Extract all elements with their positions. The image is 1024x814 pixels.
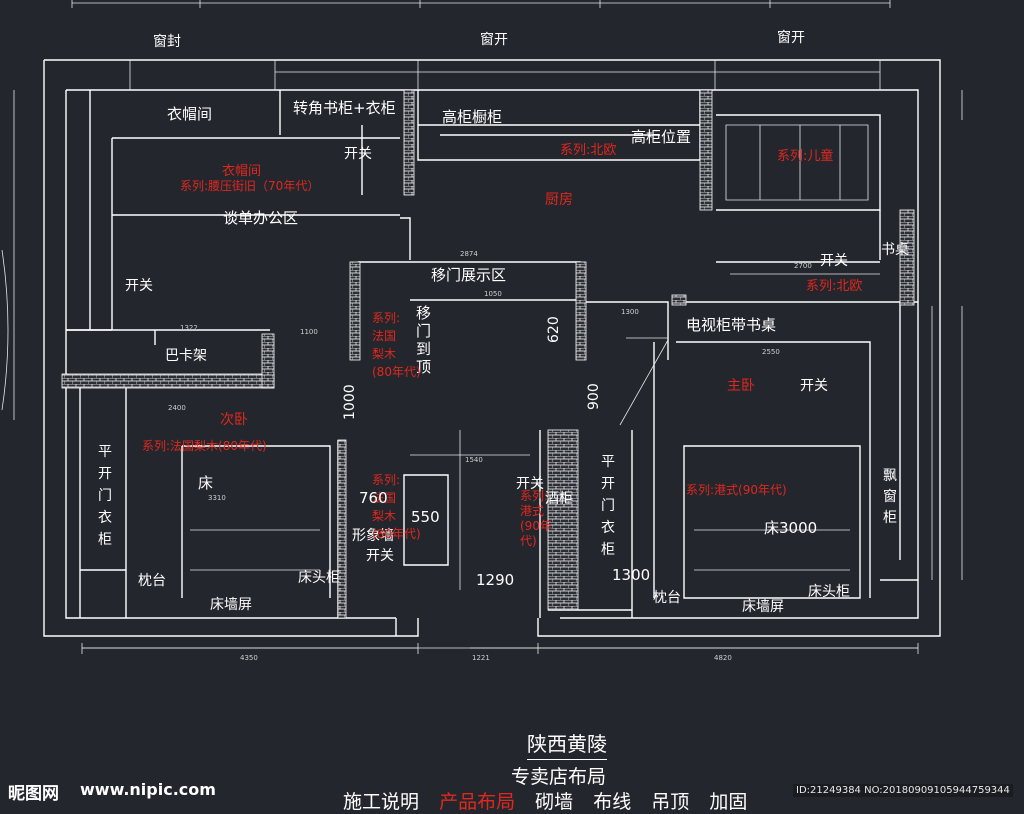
sliding-door-vertical-label: 移门到顶 bbox=[416, 304, 431, 376]
dim-620: 620 bbox=[546, 316, 562, 343]
dim-small-2550: 2550 bbox=[762, 348, 780, 356]
dim-small-1322: 1322 bbox=[180, 324, 198, 332]
switch-label-2: 开关 bbox=[125, 278, 153, 294]
note-masonry: 砌墙 bbox=[535, 791, 574, 813]
coat-room-label: 衣帽间 bbox=[167, 105, 212, 123]
series-faguo-display: 系列:法国梨木(80年代) bbox=[372, 311, 421, 379]
bed-label-left: 床 bbox=[198, 474, 213, 492]
note-construction: 施工说明 bbox=[343, 791, 420, 813]
tall-cabinet-label: 高柜橱柜 bbox=[442, 108, 502, 126]
outer-walls bbox=[43, 59, 941, 637]
series-faguo-imagewall: 系列:法国梨木(80年代) bbox=[372, 473, 421, 541]
construction-notes: 施工说明 产品布局 砌墙 布线 吊顶 加固 bbox=[343, 787, 761, 814]
dim-900: 900 bbox=[586, 383, 602, 410]
dim-small-4350: 4350 bbox=[240, 654, 258, 662]
project-title: 陕西黄陵 bbox=[527, 728, 607, 760]
dim-550: 550 bbox=[411, 508, 440, 526]
dim-760: 760 bbox=[359, 489, 388, 507]
series-gangshi-wine: 系列:港式(90年代) bbox=[520, 489, 552, 548]
dim-1290: 1290 bbox=[476, 571, 514, 589]
wardrobe-left-label: 平开门衣柜 bbox=[98, 444, 112, 548]
layout-subtitle: 专卖店布局 bbox=[511, 766, 607, 788]
series-beiou-kitchen: 系列:北欧 bbox=[560, 143, 616, 158]
top-dimension-line bbox=[71, 0, 891, 8]
dim-small-1540: 1540 bbox=[465, 456, 483, 464]
wine-cabinet-label: 酒柜 bbox=[545, 491, 573, 507]
bay-window-label: 飘窗柜 bbox=[883, 468, 897, 526]
bookdesk-label: 书桌 bbox=[881, 242, 909, 258]
dim-small-1050: 1050 bbox=[484, 290, 502, 298]
watermark-logo: 昵图网 bbox=[8, 784, 59, 804]
series-mingqing: 系列:腰压街旧（70年代） bbox=[180, 179, 319, 193]
second-bedroom-label: 次卧 bbox=[220, 412, 248, 428]
series-gangshi-master: 系列:港式(90年代) bbox=[686, 483, 787, 497]
bedside-right-label: 床头柜 bbox=[808, 584, 850, 600]
switch-label-5: 开关 bbox=[366, 548, 394, 564]
dim-1300: 1300 bbox=[612, 566, 650, 584]
note-ceiling: 吊顶 bbox=[651, 791, 690, 813]
sliding-display-label: 移门展示区 bbox=[431, 266, 506, 284]
switch-label-6: 开关 bbox=[516, 476, 544, 492]
office-label: 谈单办公区 bbox=[223, 209, 298, 227]
window-label-2: 窗开 bbox=[480, 31, 508, 48]
dim-small-1100: 1100 bbox=[300, 328, 318, 336]
dim-1000: 1000 bbox=[342, 384, 358, 420]
series-beiou-master: 系列:北欧 bbox=[806, 279, 862, 294]
switch-label-4: 开关 bbox=[800, 378, 828, 394]
wardrobe-right-label: 平开门衣柜 bbox=[601, 454, 615, 558]
bed-screen-left-label: 床墙屏 bbox=[210, 597, 252, 613]
corner-cabinet-label: 转角书柜+衣柜 bbox=[293, 99, 396, 117]
pillow-left-label: 枕台 bbox=[138, 573, 166, 589]
note-reinforce: 加固 bbox=[709, 791, 748, 813]
side-dimension-lines bbox=[1, 90, 963, 580]
dim-small-2874: 2874 bbox=[460, 250, 478, 258]
switch-label-1: 开关 bbox=[344, 146, 372, 162]
bed3000-label: 床3000 bbox=[764, 519, 817, 537]
master-bedroom-label: 主卧 bbox=[727, 378, 755, 394]
tall-cabinet-position-label: 高柜位置 bbox=[631, 128, 691, 146]
bedside-left-label: 床头柜 bbox=[298, 570, 340, 586]
dim-small-1221: 1221 bbox=[472, 654, 490, 662]
switch-label-3: 开关 bbox=[820, 253, 848, 269]
dim-small-1300: 1300 bbox=[621, 308, 639, 316]
series-faguo-secondbed: 系列:法国梨木(80年代) bbox=[142, 439, 267, 453]
watermark-url: www.nipic.com bbox=[80, 780, 216, 799]
window-label-1: 窗封 bbox=[153, 33, 181, 50]
card-rack-label: 巴卡架 bbox=[165, 348, 207, 364]
dim-small-2400: 2400 bbox=[168, 404, 186, 412]
note-product-layout: 产品布局 bbox=[439, 791, 516, 813]
bed-screen-right-label: 床墙屏 bbox=[742, 599, 784, 615]
image-wall-label: 形象墙 bbox=[352, 528, 394, 544]
series-ertong: 系列:儿童 bbox=[777, 148, 833, 164]
note-wiring: 布线 bbox=[593, 791, 632, 813]
dim-small-4820: 4820 bbox=[714, 654, 732, 662]
watermark-id: ID:21249384 NO:20180909105944759344 bbox=[793, 784, 1013, 797]
kitchen-label: 厨房 bbox=[545, 192, 573, 208]
tv-cabinet-label: 电视柜带书桌 bbox=[686, 316, 776, 334]
coat-room-red-label: 衣帽间 bbox=[222, 163, 261, 179]
pillow-right-label: 枕台 bbox=[653, 590, 681, 606]
interior-walls bbox=[66, 90, 919, 654]
dim-small-3310: 3310 bbox=[208, 494, 226, 502]
brick-walls bbox=[61, 89, 915, 619]
dim-small-2700: 2700 bbox=[794, 262, 812, 270]
window-label-3: 窗开 bbox=[777, 29, 805, 46]
